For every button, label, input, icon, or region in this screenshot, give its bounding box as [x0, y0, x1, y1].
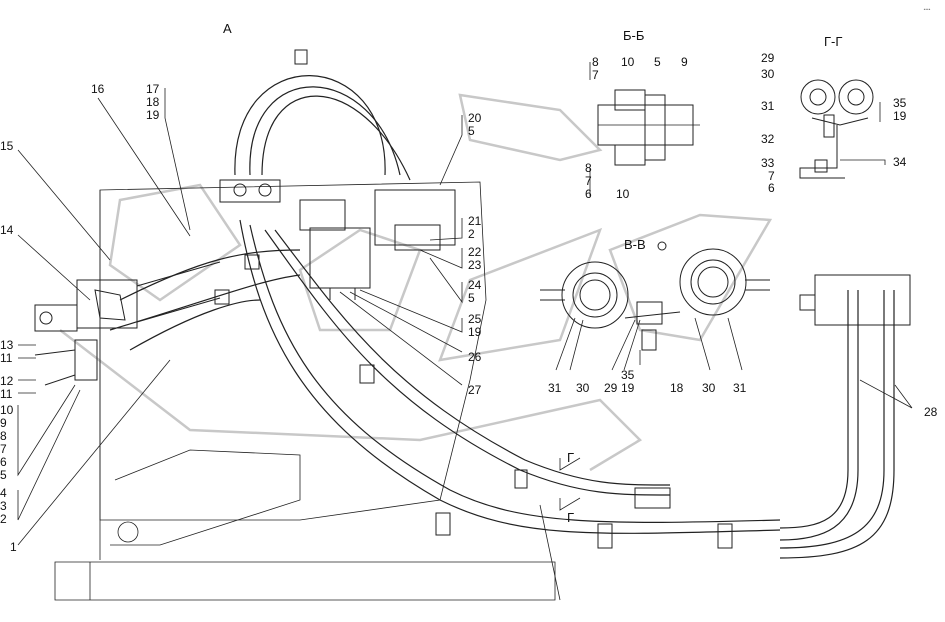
vv-callout-31b: 31 [733, 381, 747, 395]
gg-callout-6: 6 [768, 181, 775, 195]
view-title-a: А [223, 21, 232, 36]
bb-callout-7b: 7 [585, 174, 592, 188]
callout-6: 6 [0, 455, 7, 469]
callout-16: 16 [91, 82, 105, 96]
callout-1: 1 [10, 540, 17, 554]
callout-18: 18 [146, 95, 160, 109]
gg-callout-34: 34 [893, 155, 907, 169]
bb-callout-8b: 8 [585, 161, 592, 175]
callout-7: 7 [0, 442, 7, 456]
vv-callout-19: 19 [621, 381, 635, 395]
bb-callout-5: 5 [654, 55, 661, 69]
callout-11b: 11 [0, 387, 13, 401]
watermark-logo [59, 93, 773, 472]
view-title-gg: Г-Г [824, 34, 842, 49]
bb-callout-6: 6 [585, 187, 592, 201]
callout-17: 17 [146, 82, 160, 96]
section-bb [597, 89, 700, 166]
bb-callout-10a: 10 [621, 55, 635, 69]
callout-21: 21 [468, 214, 482, 228]
bb-callout-9: 9 [681, 55, 688, 69]
callout-4: 4 [0, 486, 7, 500]
gg-callout-29: 29 [761, 51, 775, 65]
gg-callout-33: 33 [761, 156, 775, 170]
vv-callout-30a: 30 [576, 381, 590, 395]
callout-23: 23 [468, 258, 482, 272]
section-vv [540, 241, 770, 351]
bb-callout-8a: 8 [592, 55, 599, 69]
corner-mark: ᠁ [922, 7, 931, 14]
rear-unit [779, 274, 911, 559]
gg-callout-30: 30 [761, 67, 775, 81]
vv-callout-35: 35 [621, 368, 635, 382]
callout-20: 20 [468, 111, 482, 125]
section-mark-g-lower: Г [567, 510, 574, 525]
callout-2: 2 [0, 512, 7, 526]
callout-24: 24 [468, 278, 482, 292]
vv-callout-30b: 30 [702, 381, 716, 395]
frame-outline [54, 181, 561, 601]
gg-callout-35: 35 [893, 96, 907, 110]
callout-12: 12 [0, 374, 14, 388]
callout-3: 3 [0, 499, 7, 513]
view-title-bb: Б-Б [623, 28, 644, 43]
view-title-vv: В-В [624, 237, 646, 252]
section-gg [799, 79, 874, 179]
bb-callout-7a: 7 [592, 68, 599, 82]
main-hose-bundle [109, 219, 781, 534]
callout-19b: 19 [468, 325, 482, 339]
callout-5c: 5 [468, 291, 475, 305]
callout-19a: 19 [146, 108, 160, 122]
left-fittings [34, 339, 98, 386]
vv-callout-29: 29 [604, 381, 618, 395]
callout-9: 9 [0, 416, 7, 430]
callout-22: 22 [468, 245, 482, 259]
gg-callout-7: 7 [768, 169, 775, 183]
valve-block [219, 179, 456, 300]
callout-13: 13 [0, 338, 14, 352]
callout-15: 15 [0, 139, 14, 153]
bb-callout-10b: 10 [616, 187, 630, 201]
callout-2b: 2 [468, 227, 475, 241]
callout-25: 25 [468, 312, 482, 326]
vv-callout-31a: 31 [548, 381, 562, 395]
callout-11a: 11 [0, 351, 13, 365]
callout-14: 14 [0, 223, 14, 237]
gg-callout-19: 19 [893, 109, 907, 123]
hose-clamps [214, 254, 733, 549]
callout-8: 8 [0, 429, 7, 443]
upper-hose-loop [234, 49, 411, 181]
callout-10: 10 [0, 403, 14, 417]
gg-callout-31: 31 [761, 99, 775, 113]
gg-callout-32: 32 [761, 132, 775, 146]
section-mark-g-upper: Г [567, 450, 574, 465]
callout-28: 28 [924, 405, 938, 419]
vv-callout-18: 18 [670, 381, 684, 395]
callout-5: 5 [0, 468, 7, 482]
leader-lines [17, 62, 913, 546]
callout-27: 27 [468, 383, 482, 397]
callout-26: 26 [468, 350, 482, 364]
callout-5b: 5 [468, 124, 475, 138]
